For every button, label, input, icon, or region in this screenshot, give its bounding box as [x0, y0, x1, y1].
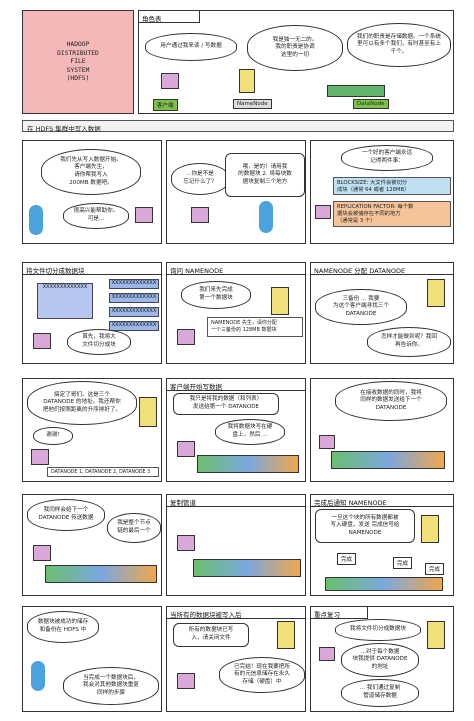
block-3: XXXXXXXXXXXXX: [109, 307, 159, 317]
user-figure-icon: [29, 205, 43, 235]
datanode-list: DATANODE 1, DATANODE 2, DATANODE 3: [47, 467, 159, 477]
title-text: HADOOP DISTRIBUTED FILE SYSTEM (HDFS): [57, 41, 99, 82]
bubble-last-node: 我是整个节点 链的最后一个: [107, 513, 161, 543]
label-namenode: NameNode: [233, 99, 272, 109]
bubble-datanode: 我们的职责是存储数据。一个系统里可以有多个我们，有时甚至有上千个。: [347, 23, 451, 67]
title-panel: HADOOP DISTRIBUTED FILE SYSTEM (HDFS): [22, 10, 134, 114]
bubble-two-things: 一个好的客户端永远 记得两件事：: [341, 145, 433, 171]
bubble-stored: 数据块被成功的储存 和备份在 HDFS 中: [27, 611, 99, 643]
bubble-repeat: 当完成一个数据块后， 我会对其他数据块重复 同样的步骤: [63, 667, 159, 705]
client-computer-icon: [33, 333, 51, 349]
bubble-reminder: 哦，是的！请用我 的数据块 2. 将每块数 据块复制三个地方: [225, 153, 305, 197]
bubble-close-file: 所有的数据块已写 入，请关闭文件: [173, 623, 249, 647]
namenode-server-icon: [271, 287, 289, 315]
panel-notify: 完成后通知 NAMENODE 一旦这个块的所有数据都被 写入硬盘，发送 完成信号…: [310, 494, 454, 596]
label-client: 客户端: [153, 99, 178, 111]
panel-title: 客户端开始写数据: [167, 379, 305, 391]
namenode-server-icon: [239, 69, 255, 93]
panel-pipeline: 复制管道: [166, 494, 306, 596]
namenode-server-icon: [139, 397, 157, 427]
bubble-user-request: 我们先从写入数据开始。 客户端先生， 请你帮我写入 200MB 数据吧。: [41, 149, 141, 195]
panel-split-blocks: 将文件切分成数据块 XXXXXXXXXXXXX XXXXXXXXXXXXX XX…: [22, 262, 162, 364]
panel-ask-namenode: 询问 NAMENODE 我们来先完成 第一个数据块 NAMENODE 先生，请你…: [166, 262, 306, 364]
bubble-pipeline-review: ... 我们通过复制 管道储存数据: [341, 679, 419, 707]
bubble-forward: 在接收数据的同时，我将 同样的数据发送给下一个 DATANODE: [335, 381, 447, 421]
client-computer-icon: [315, 205, 331, 219]
panel-title: NAMENODE 分配 DATANODE: [311, 263, 453, 275]
panel-title: 重点复习: [311, 607, 368, 619]
client-computer-icon: [319, 435, 335, 449]
panel-title: 角色表: [139, 11, 200, 23]
bubble-addresses-review: ...对于每个数据 块我提供 DATANODE 的地址: [341, 643, 419, 677]
namenode-server-icon: [421, 515, 439, 543]
bubble-write-disk: 我将数据块写在硬 盘上，然后 ...: [215, 419, 285, 445]
done-tag-1: 完成: [337, 553, 357, 565]
datanode-stack-icon: [45, 565, 157, 583]
bubble-namenode: 我是独一无二的。 我的职责是协调 这里的一切: [247, 25, 343, 71]
client-computer-icon: [33, 545, 51, 561]
panel-title: 将文件切分成数据块: [23, 263, 161, 275]
panel-two-things: 一个好的客户端永远 记得两件事： BLOCKSIZE: 大文件会被切分 成块（通…: [310, 140, 454, 244]
panel-review: 重点复习 我将文件切分成数据块 ...对于每个数据 块我提供 DATANODE …: [310, 606, 454, 712]
bubble-persist: 已完结！现在我要把所 有的元信息储存在永久 存储（硬盘）中: [219, 657, 305, 693]
panel-title: 询问 NAMENODE: [167, 263, 305, 275]
namenode-server-icon: [427, 279, 445, 307]
panel-forward: 在接收数据的同时，我将 同样的数据发送给下一个 DATANODE: [310, 378, 454, 482]
panel-addresses: 搞定了哥们。这是三个 DATANODE 的地址。我还帮你 把他们按照距离的升序排…: [22, 378, 162, 482]
client-computer-icon: [191, 207, 209, 223]
bubble-first-block: 我们来先完成 第一个数据块: [181, 281, 251, 309]
datanode-stack-icon: [193, 559, 301, 577]
client-computer-icon: [31, 449, 49, 465]
datanode-stack-icon: [197, 455, 299, 473]
label-datanode: DataNode: [353, 99, 389, 109]
bubble-notify: 一旦这个块的所有数据都被 写入硬盘，发送 完成信号给 NAMENODE: [315, 509, 415, 543]
panel-title: 复制管道: [167, 495, 305, 507]
bubble-client-reply: 很高兴能帮助你。 可是...: [63, 203, 129, 229]
bubble-find-datanodes: 三备份 ... 我要 为这个客户端寻找三个 DATANODE: [315, 289, 407, 325]
bubble-client: 用户通过我来读 / 写数据: [145, 33, 237, 61]
user-figure-icon: [259, 201, 273, 233]
bubble-send-first: 我只是将我的数据（和列表） 发送给第一个 DATANODE: [173, 393, 279, 415]
bubble-split: 首先，我将大 文件切分成块: [67, 329, 131, 355]
panel-allocate: NAMENODE 分配 DATANODE 三备份 ... 我要 为这个客户端寻找…: [310, 262, 454, 364]
panel-stored: 数据块被成功的储存 和备份在 HDFS 中 当完成一个数据块后， 我会对其他数据…: [22, 606, 162, 712]
done-tag-2: 完成: [393, 557, 413, 569]
panel-forgot: ...你是不是 忘记什么了？ 哦，是的！请用我 的数据块 2. 将每块数 据块复…: [166, 140, 306, 244]
bubble-how: 怎样才能做到呢？我回 再告诉你。: [367, 327, 451, 357]
panel-client-writes: 客户端开始写数据 我只是将我的数据（和列表） 发送给第一个 DATANODE 我…: [166, 378, 306, 482]
client-computer-icon: [135, 207, 153, 223]
done-tag-3: 完成: [425, 563, 445, 575]
client-computer-icon: [177, 441, 195, 457]
panel-cast: 角色表 用户通过我来读 / 写数据 我是独一无二的。 我的职责是协调 这里的一切…: [138, 10, 454, 114]
bubble-next-datanode: 我同样会给下一个 DATANODE 传送数据: [27, 499, 105, 531]
bubble-split-review: 我将文件切分成数据块: [335, 619, 421, 641]
user-figure-icon: [31, 661, 45, 691]
note-request: NAMENODE 先生，请你分配 一个三备份的 128MB 数据块: [207, 317, 303, 337]
bubble-forgot: ...你是不是 忘记什么了？: [171, 163, 229, 195]
note-replication: REPLICATION FACTOR: 每个数 据块会被储存在不同的地方 （通常…: [333, 201, 451, 227]
note-blocksize: BLOCKSIZE: 大文件会被切分 成块（通常 64 或者 128MB）: [333, 177, 451, 195]
panel-all-written: 当所有的数据块被写入后 所有的数据块已写 入，请关闭文件 已完结！现在我要把所 …: [166, 606, 306, 712]
file-block: XXXXXXXXXXXXX: [37, 283, 93, 319]
panel-title: 完成后通知 NAMENODE: [311, 495, 453, 507]
client-computer-icon: [319, 647, 335, 661]
datanode-stack-icon: [325, 577, 443, 591]
client-computer-icon: [177, 535, 195, 551]
panel-title: 当所有的数据块被写入后: [167, 607, 305, 619]
namenode-server-icon: [427, 621, 445, 649]
datanode-block-icon: [327, 85, 385, 97]
block-1: XXXXXXXXXXXXX: [109, 279, 159, 289]
section-banner: 在 HDFS 集群中写入数据: [22, 120, 454, 133]
bubble-sorted-list: 搞定了哥们。这是三个 DATANODE 的地址。我还帮你 把他们按照距离的升序排…: [27, 381, 137, 425]
client-computer-icon: [161, 73, 179, 89]
block-4: XXXXXXXXXXXXX: [109, 321, 159, 331]
client-computer-icon: [177, 673, 195, 689]
namenode-server-icon: [277, 621, 295, 649]
bubble-thanks: 谢谢!: [33, 427, 73, 445]
client-computer-icon: [177, 329, 195, 345]
panel-last-node: 我同样会给下一个 DATANODE 传送数据 我是整个节点 链的最后一个: [22, 494, 162, 596]
datanode-stack-icon: [331, 451, 445, 469]
panel-start-write: 我们先从写入数据开始。 客户端先生， 请你帮我写入 200MB 数据吧。 很高兴…: [22, 140, 162, 244]
block-2: XXXXXXXXXXXXX: [109, 293, 159, 303]
